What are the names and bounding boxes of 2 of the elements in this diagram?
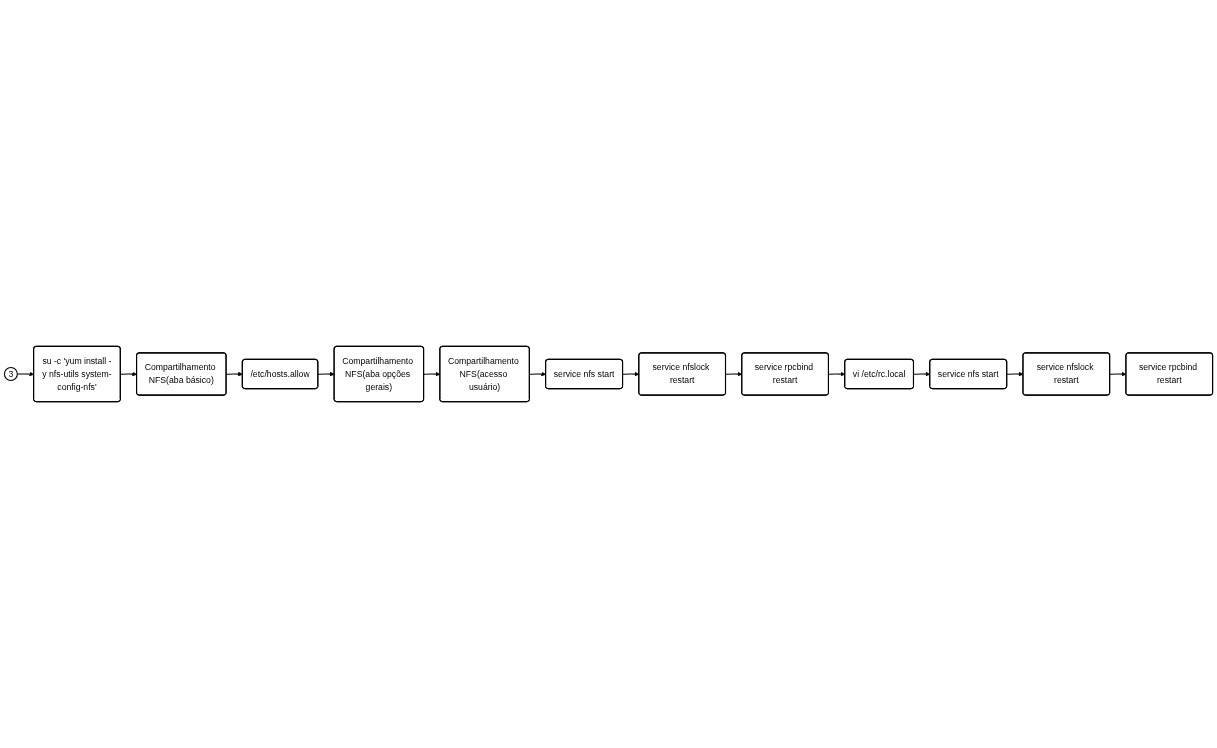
node-circle: 3 (3, 366, 18, 382)
arrow (317, 371, 335, 377)
